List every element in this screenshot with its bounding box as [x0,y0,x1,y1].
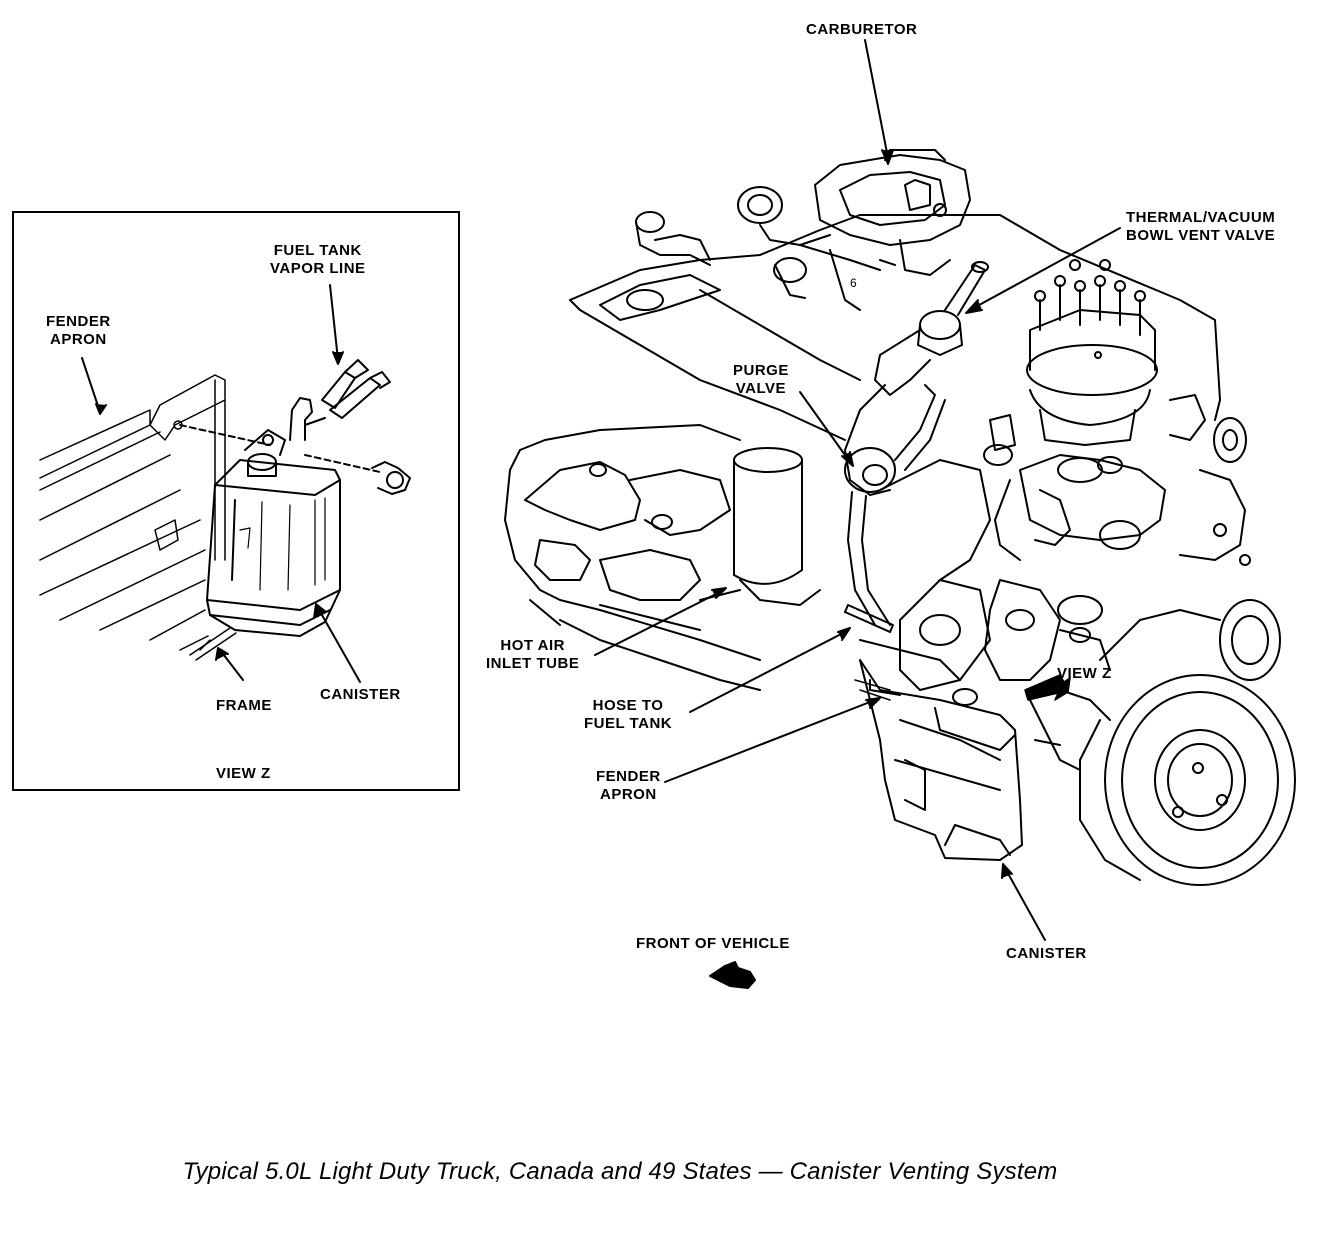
label-frame: FRAME [216,697,272,714]
front-cover-drawing [984,579,1111,771]
main-leaders [594,39,1121,941]
carburetor-drawing: 6 [635,149,971,311]
label-main-canister: CANISTER [1006,945,1087,962]
inset-leaders [81,284,361,683]
label-thermal-vacuum-bowl-vent-valve: THERMAL/VACUUM BOWL VENT VALVE [1126,209,1276,244]
label-carburetor: CARBURETOR [806,21,918,38]
engine-drawing: 6 [504,39,1296,989]
inset-canister [179,359,411,661]
label-view-z: VIEW Z [1057,665,1112,682]
front-of-vehicle-arrow [709,961,756,989]
inset-drawing [39,284,411,683]
view-z-arrow [1024,674,1071,701]
water-pump-drawing [983,394,1251,566]
figure-caption: Typical 5.0L Light Duty Truck, Canada an… [182,1158,1058,1185]
svg-text:6: 6 [850,276,857,290]
label-inset-fender-apron: FENDER APRON [46,313,111,348]
label-hose-to-fuel-tank: HOSE TO FUEL TANK [584,697,673,732]
label-fuel-tank-vapor-line: FUEL TANK VAPOR LINE [270,242,366,277]
inset-fender-apron [39,374,226,651]
label-purge-valve: PURGE VALVE [733,362,789,397]
view-z-inset-frame [12,211,460,791]
main-canister-drawing [859,659,1023,861]
pulley-drawing [1079,599,1296,886]
valves-and-hoses [844,261,989,633]
distributor-drawing [1026,259,1158,446]
label-hot-air-inlet-tube: HOT AIR INLET TUBE [486,637,580,672]
label-inset-canister: CANISTER [320,686,401,703]
label-main-fender-apron: FENDER APRON [596,768,661,803]
label-front-of-vehicle: FRONT OF VEHICLE [636,935,790,952]
inset-title: VIEW Z [216,765,271,782]
